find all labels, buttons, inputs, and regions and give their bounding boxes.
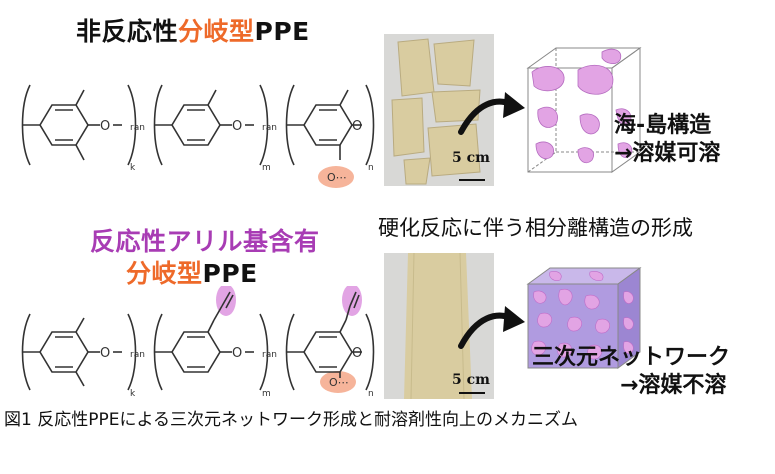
top-unit-1 — [21, 84, 137, 166]
top-oxygen-2: O — [232, 119, 242, 134]
bottom-ether-label: O⋯ — [329, 376, 349, 389]
top-title-nonreactive: 非反応性 — [76, 17, 179, 46]
top-ran-1: ran — [130, 123, 145, 133]
bottom-unit-3 — [285, 291, 375, 391]
top-ether-highlight — [318, 166, 354, 188]
top-result: 海-島構造 →溶媒可溶 — [614, 112, 720, 168]
top-title: 非反応性分岐型PPE — [76, 12, 310, 48]
bottom-chemical-structure: O O O ran ran k m n O⋯ — [21, 286, 375, 399]
bottom-unit-2 — [153, 291, 269, 391]
bottom-scale-label: 5 cm — [452, 372, 490, 388]
top-sub-m: m — [262, 163, 271, 173]
bottom-unit-1 — [21, 313, 137, 391]
bottom-ran-2: ran — [262, 350, 277, 360]
top-result-structure: 海-島構造 — [614, 113, 712, 138]
bottom-sub-n: n — [368, 389, 374, 399]
top-sub-n: n — [368, 163, 374, 173]
bottom-title-reactive-allyl: 反応性アリル基含有 — [90, 227, 320, 256]
bottom-oxygen-2: O — [232, 346, 242, 361]
bottom-title-branched: 分岐型 — [126, 259, 203, 288]
bottom-result-structure: 三次元ネットワーク — [532, 345, 731, 370]
figure-caption: 図1 反応性PPEによる三次元ネットワーク形成と耐溶剤性向上のメカニズム — [4, 410, 578, 430]
top-chemical-structure: O O O ran ran k m n O⋯ — [21, 84, 375, 188]
bottom-oxygen-1: O — [100, 346, 110, 361]
bottom-sub-m: m — [262, 389, 271, 399]
top-oxygen-1: O — [100, 119, 110, 134]
top-scale-label: 5 cm — [452, 150, 490, 166]
top-arrow-icon — [458, 92, 525, 135]
top-result-solubility: →溶媒可溶 — [614, 141, 721, 166]
bottom-ether-highlight — [320, 371, 356, 393]
bottom-ran-1: ran — [130, 350, 145, 360]
top-ether-label: O⋯ — [327, 171, 347, 184]
top-oxygen-3: O — [352, 119, 362, 134]
bottom-arrow-icon — [458, 306, 525, 349]
bottom-result: 三次元ネットワーク →溶媒不溶 — [532, 344, 730, 400]
bottom-sub-k: k — [130, 389, 136, 399]
phase-separation-description: 硬化反応に伴う相分離構造の形成 — [378, 216, 693, 240]
bottom-title: 反応性アリル基含有 分岐型PPE — [90, 226, 320, 290]
top-ran-2: ran — [262, 123, 277, 133]
bottom-network-cube — [526, 267, 642, 369]
bottom-title-ppe: PPE — [202, 259, 258, 288]
bottom-result-solubility: →溶媒不溶 — [620, 373, 727, 398]
top-sub-k: k — [130, 163, 136, 173]
top-unit-3 — [285, 84, 375, 166]
top-title-branched: 分岐型 — [178, 17, 255, 46]
top-sea-island-cube — [526, 47, 642, 173]
bottom-oxygen-3: O — [352, 346, 362, 361]
top-title-ppe: PPE — [254, 17, 310, 46]
top-unit-2 — [153, 84, 269, 166]
